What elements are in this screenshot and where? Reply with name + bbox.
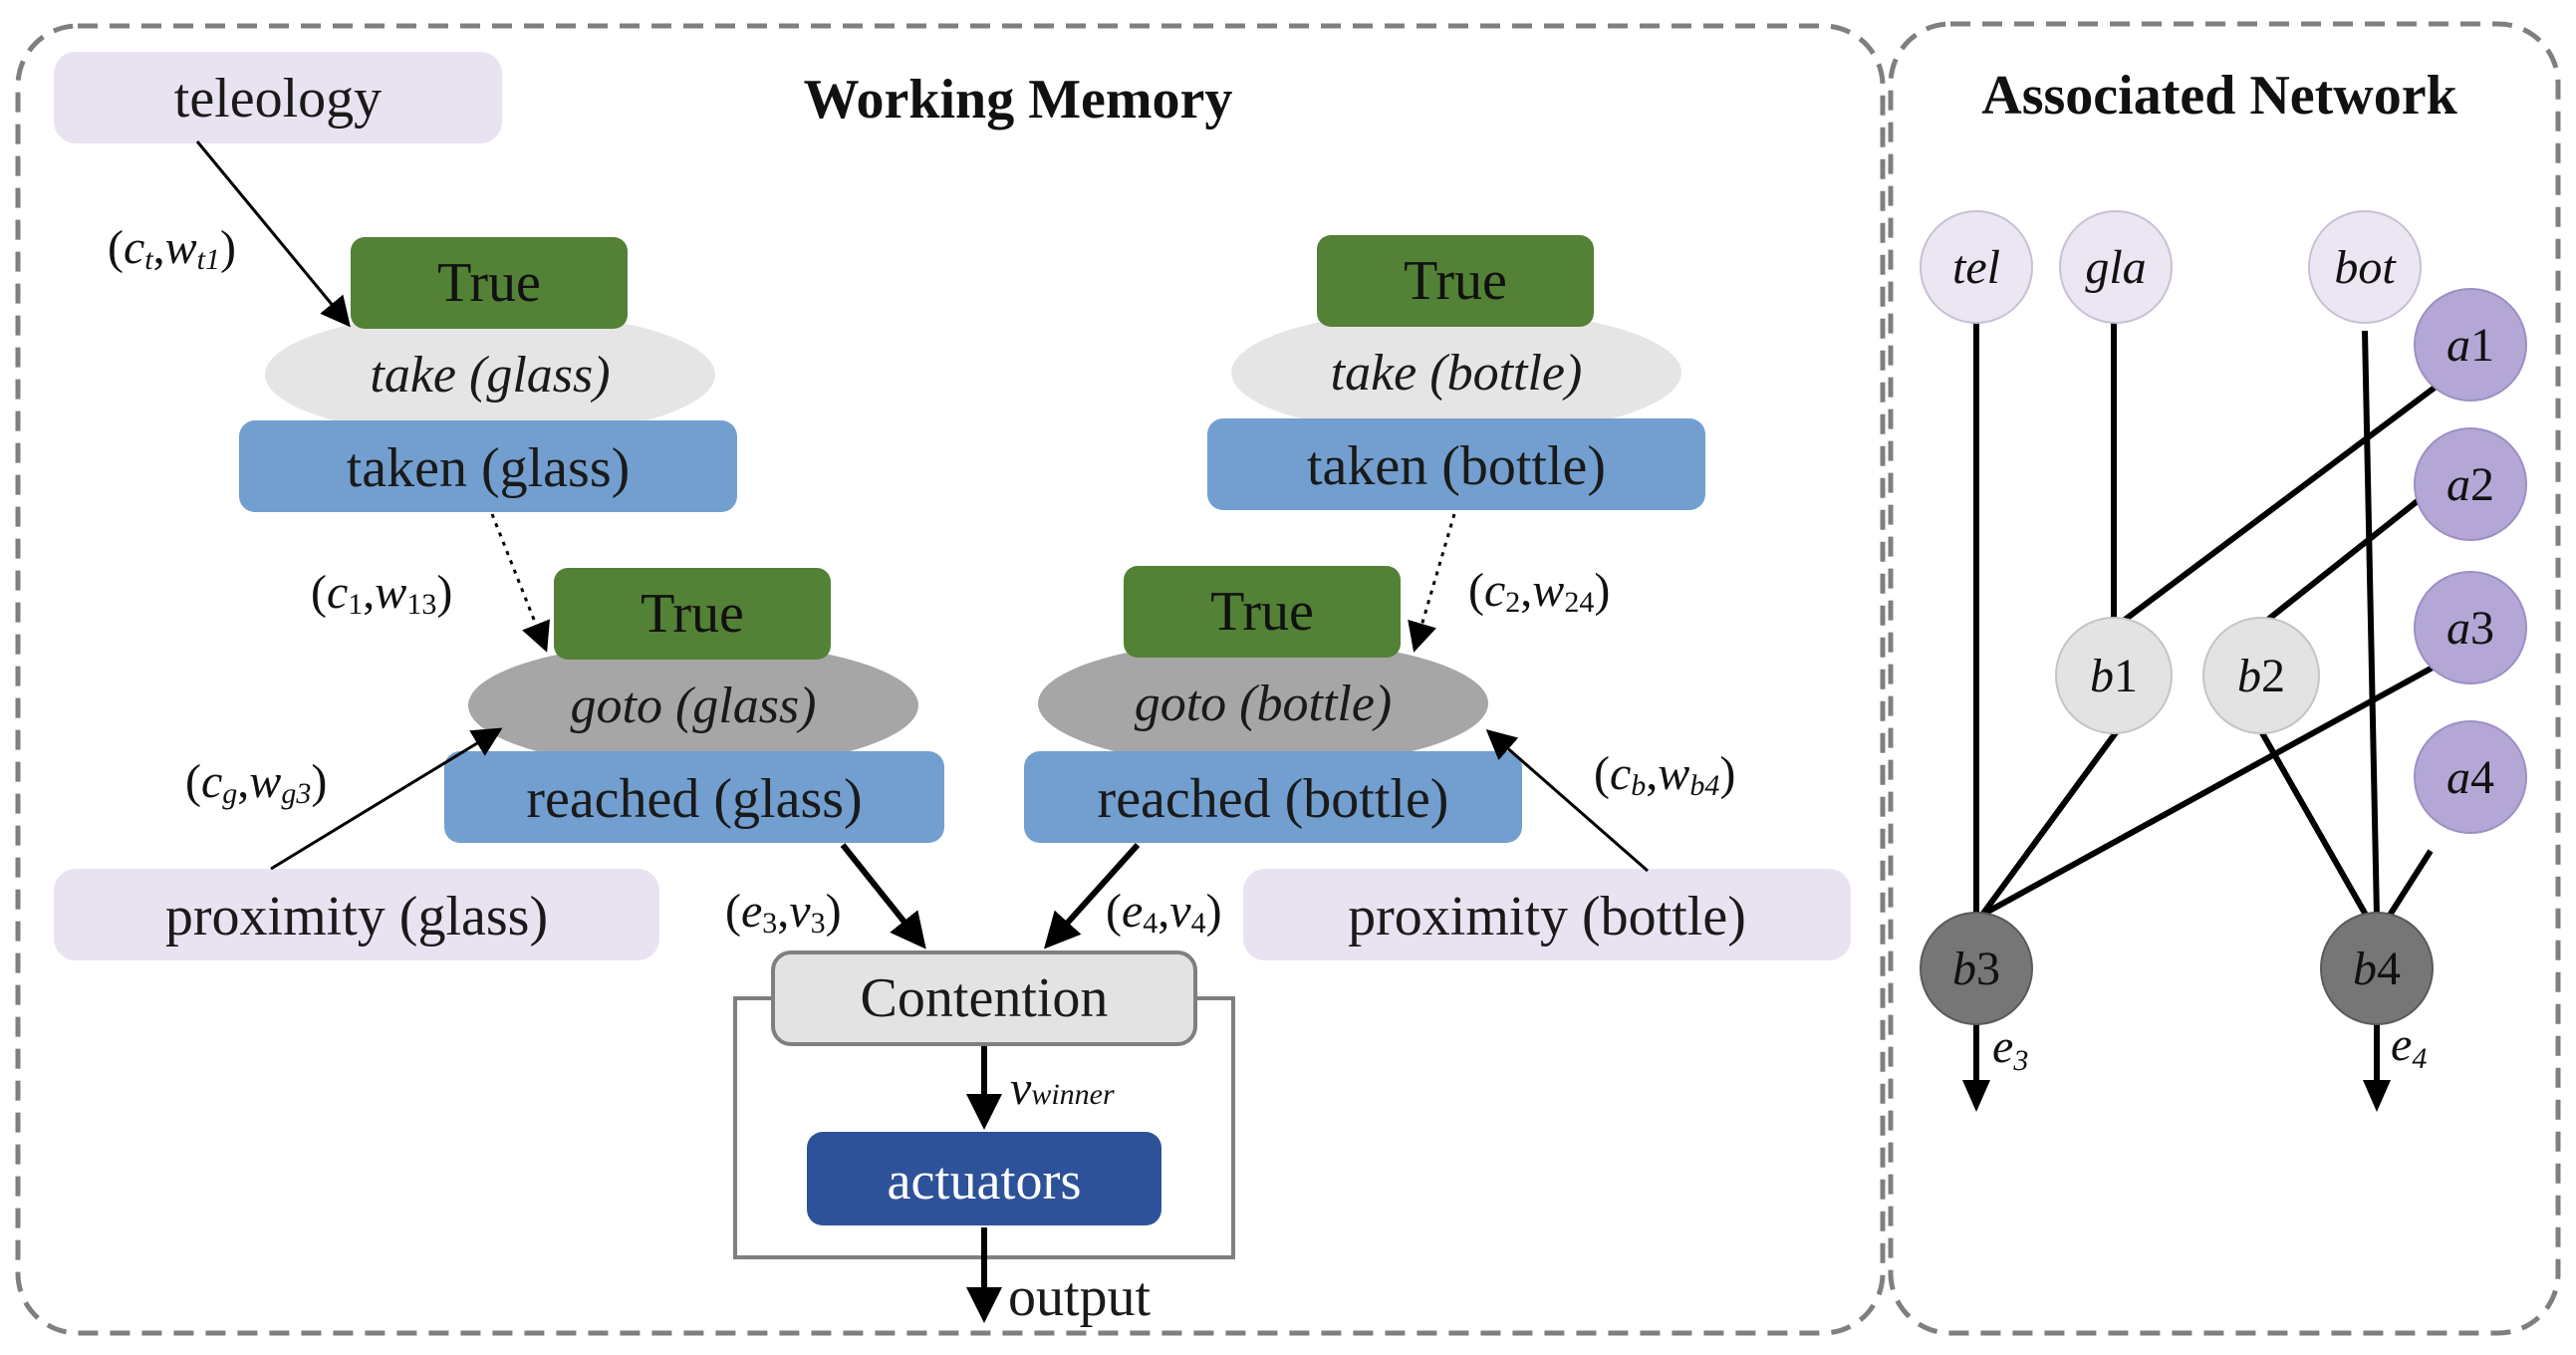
pair-cg: (cg,wg3) <box>185 755 327 810</box>
proximity-bottle-box: proximity (bottle) <box>1243 869 1851 960</box>
contention-box: Contention <box>771 950 1197 1046</box>
network-edges <box>1973 323 2472 1100</box>
e4-label: e4 <box>2391 1018 2427 1075</box>
reached-bottle-arrow <box>1043 842 1141 949</box>
svg-text:a1: a1 <box>2447 319 2494 372</box>
svg-text:b2: b2 <box>2237 650 2285 702</box>
svg-text:a3: a3 <box>2447 602 2494 655</box>
network-arrowheads <box>1962 1080 2391 1112</box>
behaviour-name: take (bottle) <box>1331 345 1583 402</box>
vwinner-label: vwinner <box>1010 1062 1115 1115</box>
node-b4: b4 <box>2320 912 2434 1025</box>
e3-label: e3 <box>1992 1020 2028 1077</box>
svg-text:a2: a2 <box>2447 458 2494 511</box>
node-b2: b2 <box>2202 617 2320 734</box>
pair-c1: (c1,w13) <box>311 566 452 621</box>
pair-e3: (e3,v3) <box>725 885 842 940</box>
node-a4: a4 <box>2414 720 2527 834</box>
behaviour-name: take (glass) <box>370 347 610 404</box>
node-bot: bot <box>2308 210 2422 324</box>
behaviour-name: goto (bottle) <box>1135 676 1393 732</box>
svg-text:b4: b4 <box>2353 943 2401 995</box>
reached-glass-arrow <box>840 843 926 949</box>
teleology-box: teleology <box>54 52 502 143</box>
postcondition-label: taken (glass) <box>347 437 631 499</box>
contention-label: Contention <box>861 967 1109 1029</box>
node-gla: gla <box>2059 210 2173 324</box>
working-memory-panel <box>15 23 1886 1336</box>
behaviour-goto-bottle: True goto (bottle) reached (bottle) <box>1024 566 1522 843</box>
svg-text:a4: a4 <box>2447 751 2494 804</box>
postcondition-label: reached (glass) <box>526 768 862 830</box>
true-label: True <box>437 252 541 314</box>
behaviour-name: goto (glass) <box>571 678 817 734</box>
true-label: True <box>641 583 744 645</box>
actuators-box: actuators <box>807 1132 1161 1225</box>
postcondition-label: reached (bottle) <box>1098 768 1449 830</box>
pair-e4: (e4,v4) <box>1106 885 1222 940</box>
taken-bottle-dotted-arrow <box>1408 513 1456 653</box>
associated-network-panel <box>1888 21 2561 1336</box>
proximity-glass-label: proximity (glass) <box>165 886 548 948</box>
teleology-arrow <box>195 140 351 328</box>
node-tel: tel <box>1920 210 2033 324</box>
behaviour-goto-glass: True goto (glass) reached (glass) <box>444 568 944 843</box>
working-memory-title: Working Memory <box>804 69 1233 131</box>
true-label: True <box>1210 581 1314 643</box>
teleology-label: teleology <box>174 68 382 130</box>
proximity-bottle-label: proximity (bottle) <box>1348 886 1746 948</box>
node-a2: a2 <box>2414 427 2527 541</box>
postcondition-label: taken (bottle) <box>1307 435 1606 497</box>
pair-c2: (c2,w24) <box>1468 564 1610 619</box>
actuators-label: actuators <box>888 1151 1082 1211</box>
proximity-glass-box: proximity (glass) <box>54 869 659 960</box>
svg-text:b1: b1 <box>2090 650 2138 702</box>
taken-glass-dotted-arrow <box>490 513 550 653</box>
svg-text:tel: tel <box>1952 241 2000 294</box>
svg-text:b3: b3 <box>1952 943 2000 995</box>
node-a3: a3 <box>2414 571 2527 684</box>
node-a1: a1 <box>2414 288 2527 402</box>
behaviour-take-bottle: True take (bottle) taken (bottle) <box>1207 235 1705 510</box>
true-label: True <box>1404 250 1507 312</box>
node-b1: b1 <box>2055 617 2173 734</box>
svg-text:bot: bot <box>2334 241 2397 294</box>
pair-ct: (ct,wt1) <box>108 221 236 276</box>
proximity-glass-arrow <box>270 727 503 871</box>
associated-network-title: Associated Network <box>1981 65 2457 127</box>
pair-cb: (cb,wb4) <box>1594 747 1735 802</box>
output-label: output <box>1008 1266 1152 1328</box>
svg-text:gla: gla <box>2085 241 2146 294</box>
proximity-bottle-arrow <box>1485 729 1649 873</box>
node-b3: b3 <box>1920 912 2033 1025</box>
behaviour-take-glass: True take (glass) taken (glass) <box>239 237 737 512</box>
